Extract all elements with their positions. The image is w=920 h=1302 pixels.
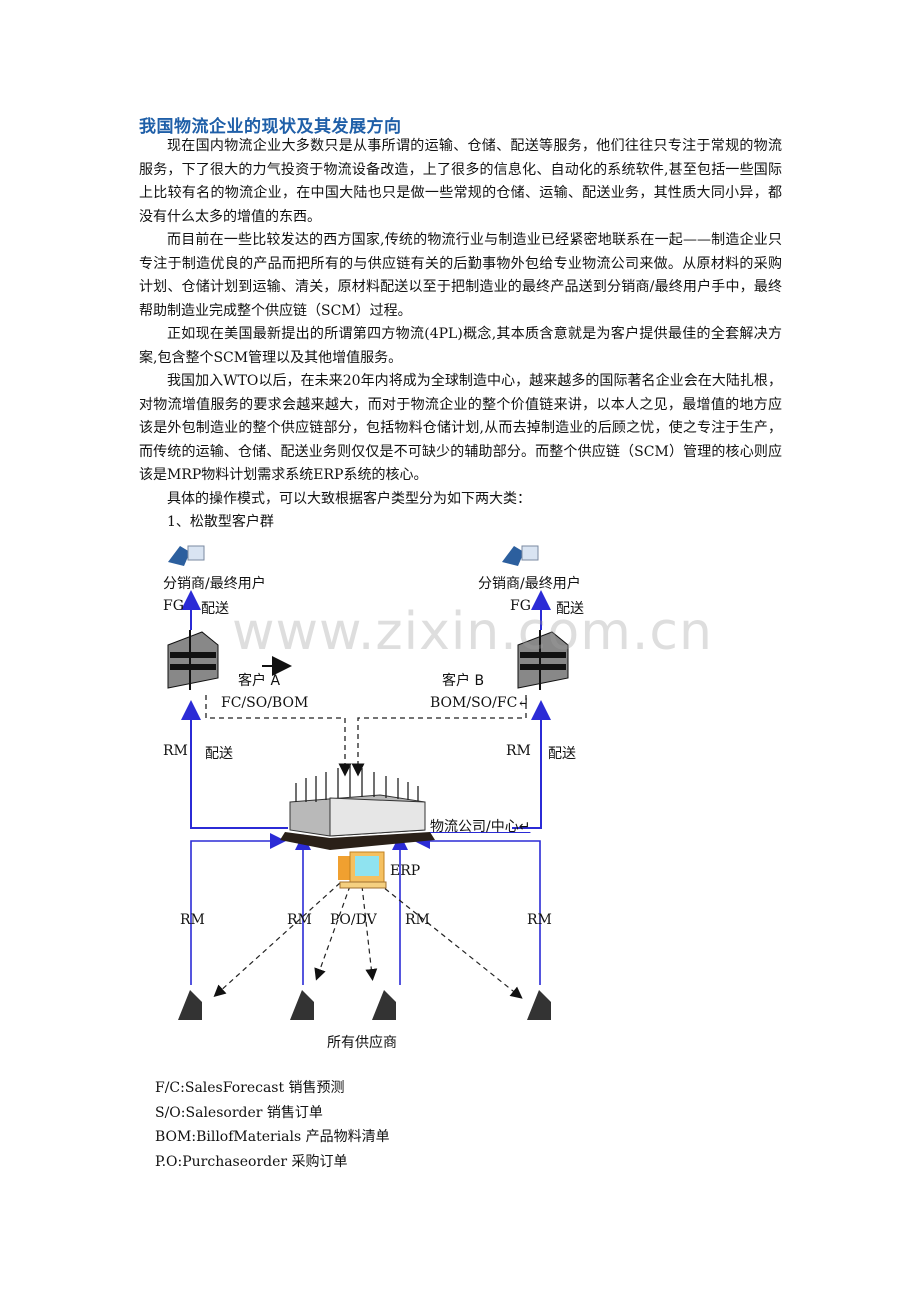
legend-item-so: S/O:Salesorder 销售订单 <box>155 1104 323 1121</box>
customer-a-label: 客户 A <box>238 673 281 689</box>
supplier-icons <box>178 990 551 1020</box>
docs-label-a: FC/SO/BOM <box>221 695 309 711</box>
paragraph-2: 而目前在一些比较发达的西方国家,传统的物流行业与制造业已经紧密地联系在一起——制… <box>139 232 782 319</box>
delivery-label-right-mid: 配送 <box>548 746 576 762</box>
legend-item-fc: F/C:SalesForecast 销售预测 <box>155 1080 345 1096</box>
fg-label-left: FG <box>163 598 184 614</box>
docs-label-b: BOM/SO/FC↵ <box>430 695 530 711</box>
diagram-lines <box>167 545 569 1020</box>
end-user-icon-left <box>168 545 205 566</box>
article-body: 现在国内物流企业大多数只是从事所谓的运输、仓储、配送等服务，他们往往只专注于常规… <box>139 135 782 535</box>
rm-label-bottom-3: RM <box>405 912 430 928</box>
legend-item-bom: BOM:BillofMaterials 产品物料清单 <box>155 1129 390 1145</box>
fg-label-right: FG <box>510 598 531 614</box>
legend-item-po: P.O:Purchaseorder 采购订单 <box>155 1153 348 1170</box>
abbreviation-legend: F/C:SalesForecast 销售预测 S/O:Salesorder 销售… <box>155 1076 390 1174</box>
paragraph-1: 现在国内物流企业大多数只是从事所谓的运输、仓储、配送等服务，他们往往只专注于常规… <box>139 138 782 225</box>
delivery-label-left-mid: 配送 <box>205 746 233 762</box>
rm-label-bottom-1: RM <box>180 912 205 928</box>
customer-a-factory-icon <box>167 630 219 690</box>
rm-label-right: RM <box>506 743 531 759</box>
po-dv-label: PO/DV <box>330 912 377 928</box>
logistics-flow-diagram: 分销商/最终用户 分销商/最终用户 FG 配送 FG 配送 客户 A 客户 B … <box>150 540 600 1060</box>
erp-label: ERP <box>390 863 421 879</box>
delivery-label-left-top: 配送 <box>201 601 229 617</box>
page-title: 我国物流企业的现状及其发展方向 <box>139 117 402 137</box>
paragraph-5: 具体的操作模式，可以大致根据客户类型分为如下两大类： <box>167 490 531 507</box>
end-user-label-left: 分销商/最终用户 <box>163 576 266 592</box>
end-user-icon-right <box>502 545 539 566</box>
delivery-label-right-top: 配送 <box>556 601 584 617</box>
rm-label-left: RM <box>163 743 188 759</box>
customer-b-label: 客户 B <box>442 673 485 689</box>
logistics-center-label: 物流公司/中心↵ <box>430 819 531 835</box>
rm-label-bottom-2: RM <box>287 912 312 928</box>
rm-label-bottom-4: RM <box>527 912 552 928</box>
section-heading-loose-customers: 1、松散型客户群 <box>167 514 274 530</box>
suppliers-label: 所有供应商 <box>327 1035 397 1051</box>
end-user-label-right: 分销商/最终用户 <box>478 576 581 592</box>
logistics-center-icon <box>280 764 435 850</box>
paragraph-4: 我国加入WTO以后，在未来20年内将成为全球制造中心，越来越多的国际著名企业会在… <box>139 373 782 483</box>
customer-b-factory-icon <box>517 630 569 690</box>
erp-computer-icon <box>338 851 387 889</box>
paragraph-3: 正如现在美国最新提出的所谓第四方物流(4PL)概念,其本质含意就是为客户提供最佳… <box>139 326 782 366</box>
